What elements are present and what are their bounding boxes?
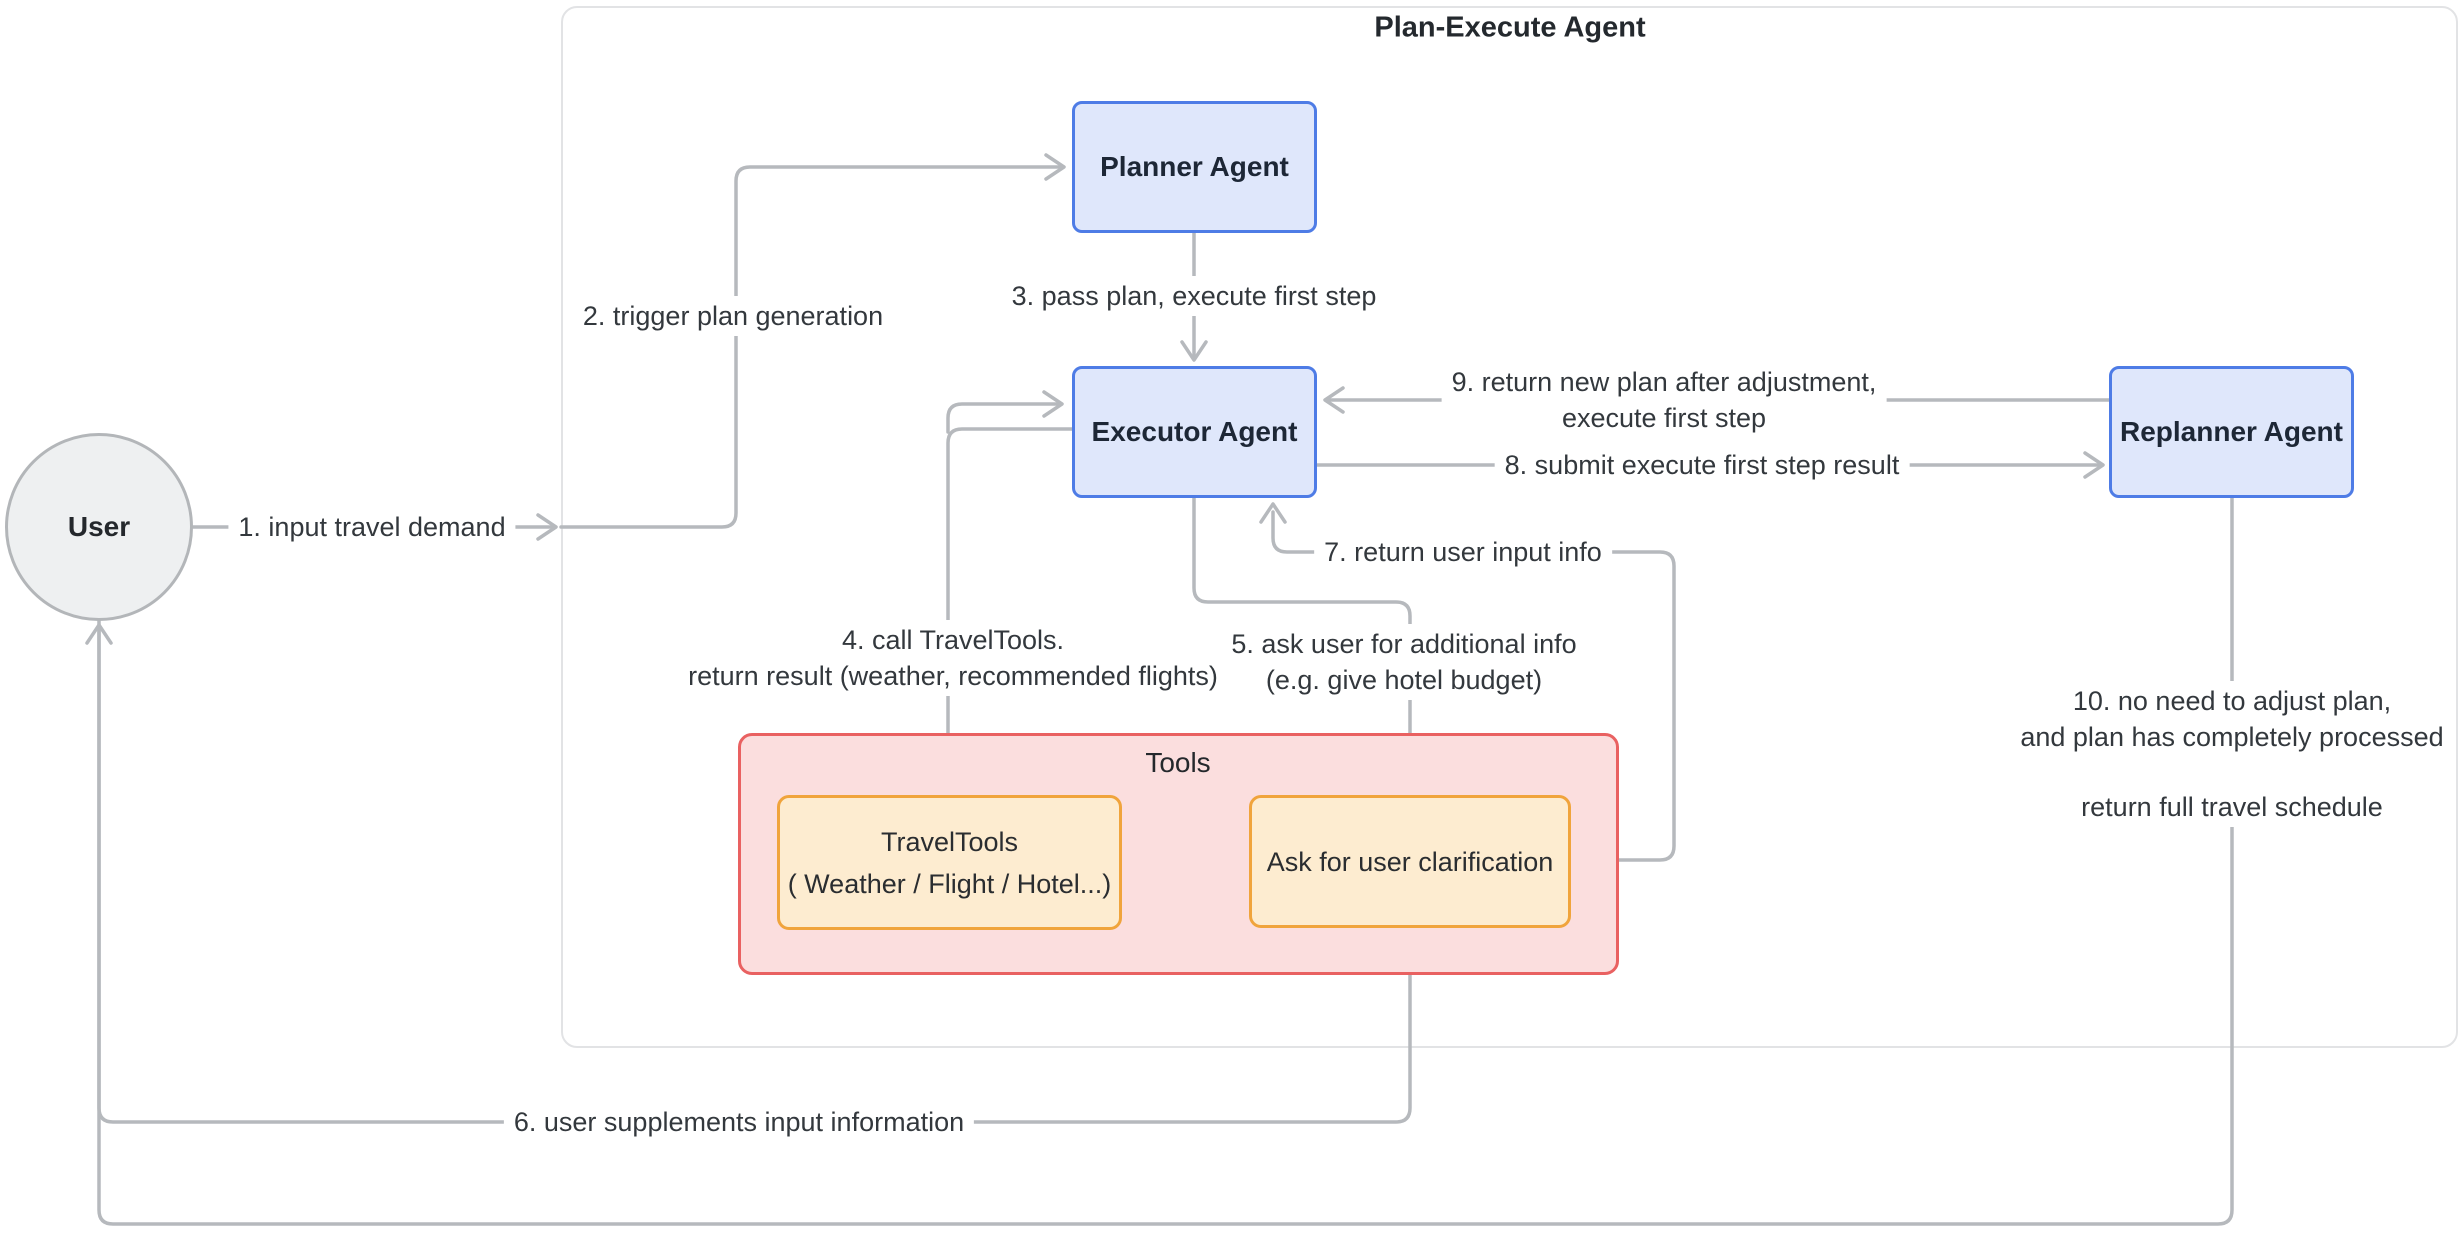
edge-4-line: [946, 427, 1074, 782]
edge-4-return-arrowhead: [1042, 390, 1064, 418]
edge-label-1: 1. input travel demand: [228, 507, 516, 547]
node-replanner-label: Replanner Agent: [2120, 416, 2343, 447]
node-planner-label: Planner Agent: [1100, 151, 1289, 182]
edge-10-line: [97, 496, 2234, 1226]
edge-7-line: [1271, 510, 1676, 862]
edge-2-line: [559, 165, 1064, 529]
edge-label-10-spacer: [2020, 755, 2443, 789]
edge-1-arrowhead: [536, 513, 558, 541]
node-ask-user-clarification-label: Ask for user clarification: [1266, 846, 1554, 877]
edge-10-arrowhead: [85, 623, 113, 645]
edge-label-3: 3. pass plan, execute first step: [1001, 276, 1387, 316]
edge-8-arrowhead: [2083, 451, 2105, 479]
node-travel-tools: TravelTools ( Weather / Flight / Hotel..…: [777, 795, 1122, 930]
edge-9-arrowhead: [1323, 386, 1345, 414]
edge-label-4: 4. call TravelTools. return result (weat…: [678, 620, 1228, 696]
node-user-label: User: [67, 511, 131, 542]
edge-label-10: 10. no need to adjust plan, and plan has…: [2010, 681, 2454, 827]
node-planner-agent: Planner Agent: [1072, 101, 1317, 233]
edge-label-5: 5. ask user for additional info (e.g. gi…: [1221, 624, 1587, 700]
edge-2-arrowhead: [1044, 153, 1066, 181]
edge-5-line: [1192, 496, 1412, 782]
node-travel-tools-line2: ( Weather / Flight / Hotel...): [787, 868, 1112, 899]
edge-label-6: 6. user supplements input information: [503, 1102, 975, 1142]
diagram-title: Plan-Execute Agent: [1374, 11, 1646, 44]
edge-label-7: 7. return user input info: [1314, 532, 1612, 572]
edge-label-2: 2. trigger plan generation: [572, 296, 894, 336]
tools-group-title: Tools: [1145, 747, 1211, 778]
node-replanner-agent: Replanner Agent: [2109, 366, 2354, 498]
edge-4-return-line: [946, 402, 1062, 434]
edge-7-arrowhead: [1259, 502, 1287, 524]
node-travel-tools-line1: TravelTools: [880, 826, 1019, 857]
node-executor-agent: Executor Agent: [1072, 366, 1317, 498]
node-ask-user-clarification: Ask for user clarification: [1249, 795, 1571, 928]
node-user: User: [5, 433, 193, 621]
edge-label-9: 9. return new plan after adjustment, exe…: [1441, 362, 1887, 438]
node-executor-label: Executor Agent: [1091, 416, 1298, 447]
edge-3-arrowhead: [1180, 340, 1208, 362]
edge-label-8: 8. submit execute first step result: [1494, 445, 1910, 485]
